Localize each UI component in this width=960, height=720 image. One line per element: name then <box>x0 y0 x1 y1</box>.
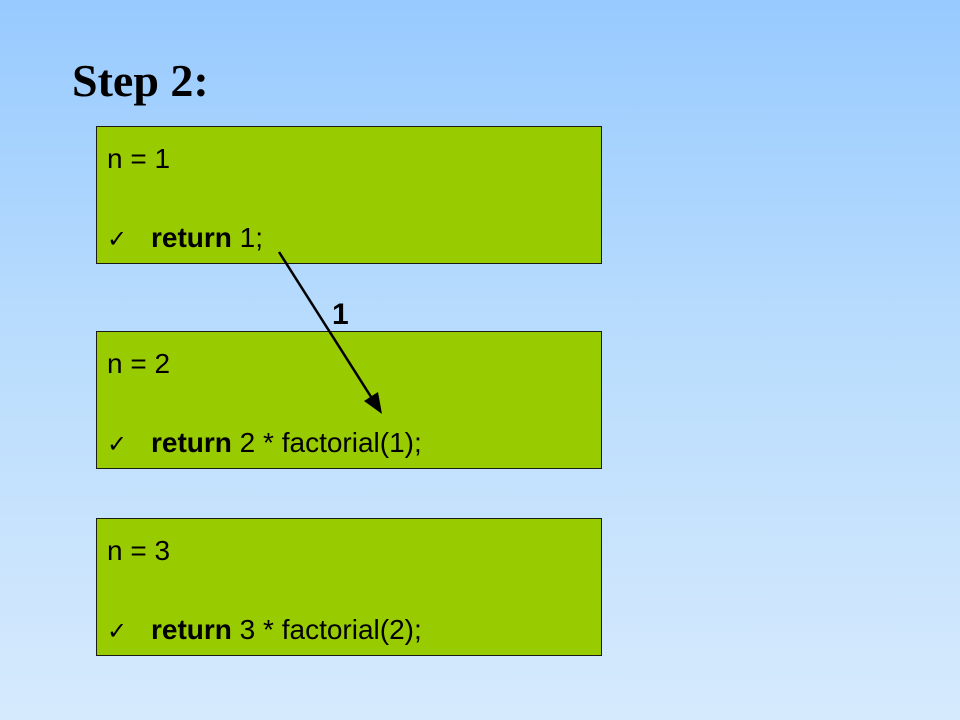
arrow-return-label: 1 <box>332 298 349 331</box>
return-keyword: return <box>151 614 232 645</box>
return-keyword: return <box>151 427 232 458</box>
checkmark-icon: ✓ <box>107 430 128 458</box>
return-expression: 2 * factorial(1); <box>231 427 422 458</box>
frame-n-value: n = 1 <box>107 143 171 174</box>
stack-frame-n1: n = 1 ✓ return 1; <box>96 126 602 264</box>
checkmark-icon: ✓ <box>107 225 128 253</box>
frame-return-line: ✓ return 1; <box>107 224 263 252</box>
frame-return-line: ✓ return 2 * factorial(1); <box>107 429 422 457</box>
stack-frame-n3: n = 3 ✓ return 3 * factorial(2); <box>96 518 602 656</box>
frame-return-line: ✓ return 3 * factorial(2); <box>107 616 422 644</box>
checkmark-icon: ✓ <box>107 617 128 645</box>
slide-title: Step 2: <box>72 55 209 106</box>
return-expression: 1; <box>231 222 264 253</box>
frame-n-value: n = 2 <box>107 348 171 379</box>
return-keyword: return <box>151 222 232 253</box>
stack-frame-n2: n = 2 ✓ return 2 * factorial(1); <box>96 331 602 469</box>
frame-n-value: n = 3 <box>107 535 171 566</box>
return-expression: 3 * factorial(2); <box>231 614 422 645</box>
